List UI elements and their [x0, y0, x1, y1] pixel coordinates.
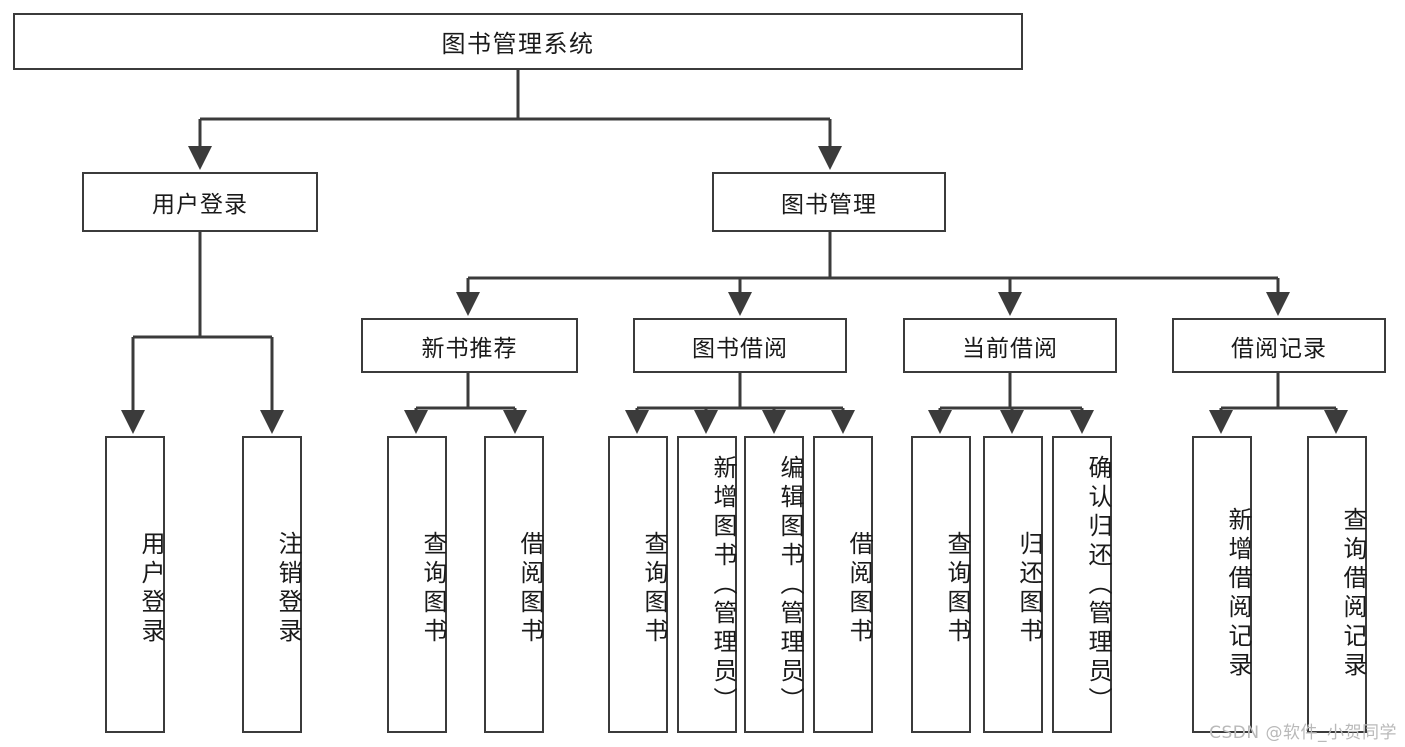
node-root[interactable]: 图书管理系统 — [13, 13, 1023, 70]
leaf-add-borrow-record[interactable]: 新增借阅记录 — [1192, 436, 1252, 733]
node-new-book-recommend[interactable]: 新书推荐 — [361, 318, 578, 373]
leaf-borrow-book-1-label: 借阅图书 — [516, 530, 544, 647]
csdn-watermark: CSDN @软件_小贺同学 — [1209, 723, 1397, 743]
node-new-book-recommend-label: 新书推荐 — [421, 335, 518, 362]
leaf-query-borrow-record[interactable]: 查询借阅记录 — [1307, 436, 1367, 733]
leaf-query-book-3-label: 查询图书 — [943, 530, 971, 647]
leaf-user-login[interactable]: 用户登录 — [105, 436, 165, 733]
leaf-query-borrow-record-label: 查询借阅记录 — [1339, 506, 1367, 681]
leaf-return-book[interactable]: 归还图书 — [983, 436, 1043, 733]
leaf-user-login-label: 用户登录 — [137, 530, 165, 647]
leaf-borrow-book-2[interactable]: 借阅图书 — [813, 436, 873, 733]
leaf-add-book[interactable]: 新增图书（管理员） — [677, 436, 737, 733]
leaf-query-book-1-label: 查询图书 — [419, 530, 447, 647]
leaf-confirm-return[interactable]: 确认归还（管理员） — [1052, 436, 1112, 733]
node-book-manage[interactable]: 图书管理 — [712, 172, 946, 232]
node-borrow-record-label: 借阅记录 — [1231, 335, 1327, 362]
node-root-label: 图书管理系统 — [441, 30, 595, 58]
leaf-query-book-2[interactable]: 查询图书 — [608, 436, 668, 733]
leaf-add-book-label: 新增图书（管理员） — [709, 455, 737, 716]
node-user-login[interactable]: 用户登录 — [82, 172, 318, 232]
leaf-user-logout-label: 注销登录 — [274, 530, 302, 647]
node-current-borrow-label: 当前借阅 — [962, 335, 1058, 362]
leaf-query-book-3[interactable]: 查询图书 — [911, 436, 971, 733]
leaf-borrow-book-2-label: 借阅图书 — [845, 530, 873, 647]
leaf-query-book-1[interactable]: 查询图书 — [387, 436, 447, 733]
node-user-login-label: 用户登录 — [152, 192, 248, 218]
node-borrow-record[interactable]: 借阅记录 — [1172, 318, 1386, 373]
node-current-borrow[interactable]: 当前借阅 — [903, 318, 1117, 373]
leaf-user-logout[interactable]: 注销登录 — [242, 436, 302, 733]
node-book-manage-label: 图书管理 — [781, 192, 877, 218]
leaf-edit-book-label: 编辑图书（管理员） — [776, 455, 804, 716]
node-book-borrow-label: 图书借阅 — [692, 335, 788, 362]
leaf-add-borrow-record-label: 新增借阅记录 — [1224, 506, 1252, 681]
leaf-query-book-2-label: 查询图书 — [640, 530, 668, 647]
leaf-edit-book[interactable]: 编辑图书（管理员） — [744, 436, 804, 733]
node-book-borrow[interactable]: 图书借阅 — [633, 318, 847, 373]
leaf-borrow-book-1[interactable]: 借阅图书 — [484, 436, 544, 733]
leaf-return-book-label: 归还图书 — [1015, 530, 1043, 647]
leaf-confirm-return-label: 确认归还（管理员） — [1084, 455, 1112, 716]
